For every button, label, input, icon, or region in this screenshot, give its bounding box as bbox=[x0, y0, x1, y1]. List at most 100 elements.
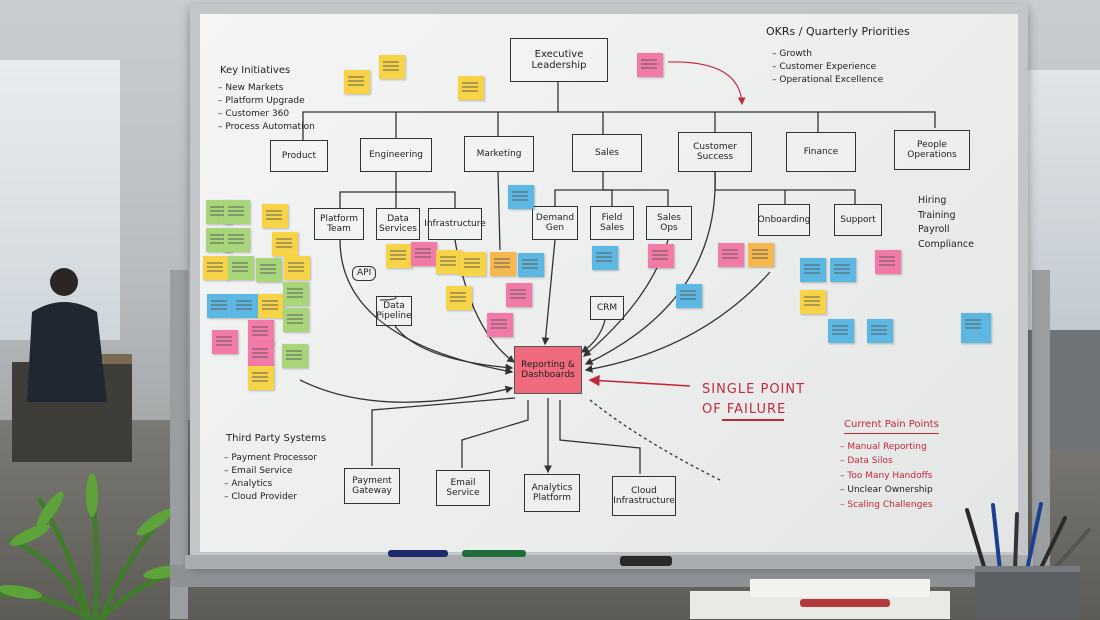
executive-leadership-box: Executive Leadership bbox=[510, 38, 608, 82]
team-platform: Platform Team bbox=[314, 208, 364, 240]
third-party-item: Cloud Provider bbox=[224, 491, 317, 504]
crm-box: CRM bbox=[590, 296, 624, 320]
sticky-note bbox=[411, 242, 437, 266]
sticky-note bbox=[828, 319, 854, 343]
sticky-note bbox=[248, 320, 274, 344]
sticky-note bbox=[676, 284, 702, 308]
single-point-of-failure-label: SINGLE POINT OF FAILURE bbox=[702, 382, 806, 417]
eraser bbox=[620, 556, 672, 566]
spof-underline bbox=[722, 419, 784, 421]
whiteboard-stand-left bbox=[170, 270, 188, 619]
sticky-note bbox=[800, 290, 826, 314]
key-initiatives-list: New Markets Platform Upgrade Customer 36… bbox=[218, 82, 315, 134]
person-silhouette bbox=[12, 268, 132, 462]
initiative-item: Platform Upgrade bbox=[218, 95, 315, 108]
okrs-title: OKRs / Quarterly Priorities bbox=[766, 25, 910, 38]
vendor-cloud-infrastructure: Cloud Infrastructure bbox=[612, 476, 676, 516]
sticky-note bbox=[830, 258, 856, 282]
sticky-note bbox=[592, 246, 618, 270]
blue-marker bbox=[388, 550, 448, 557]
sticky-note bbox=[800, 258, 826, 282]
okrs-list: Growth Customer Experience Operational E… bbox=[772, 48, 883, 87]
reporting-dashboards-box: Reporting & Dashboards bbox=[514, 346, 582, 394]
sticky-note bbox=[284, 256, 310, 280]
department-marketing: Marketing bbox=[464, 136, 534, 172]
sticky-note bbox=[262, 204, 288, 228]
sticky-note bbox=[248, 342, 274, 366]
department-people-operations: People Operations bbox=[894, 130, 970, 170]
sticky-note bbox=[283, 282, 309, 306]
api-label: API bbox=[352, 266, 377, 282]
sticky-note bbox=[446, 286, 472, 310]
sticky-note bbox=[379, 55, 405, 79]
sticky-note bbox=[867, 319, 893, 343]
initiative-item: Process Automation bbox=[218, 121, 314, 134]
sticky-note bbox=[248, 366, 274, 390]
paper-stack bbox=[690, 579, 950, 619]
pain-points-title: Current Pain Points bbox=[844, 418, 939, 434]
department-sales: Sales bbox=[572, 134, 642, 172]
department-product: Product bbox=[270, 140, 328, 172]
sticky-note bbox=[256, 258, 282, 282]
sticky-note bbox=[258, 294, 284, 318]
okr-item: Operational Excellence bbox=[772, 74, 883, 87]
third-party-title: Third Party Systems bbox=[226, 433, 327, 444]
sticky-note bbox=[436, 250, 462, 274]
third-party-item: Email Service bbox=[224, 465, 317, 478]
people-ops-item: Payroll bbox=[918, 224, 950, 236]
sticky-note bbox=[487, 313, 513, 337]
initiative-item: New Markets bbox=[218, 82, 315, 95]
sticky-note bbox=[748, 243, 774, 267]
sticky-note bbox=[232, 294, 258, 318]
people-ops-item: Training bbox=[918, 209, 956, 221]
sticky-note bbox=[490, 252, 516, 276]
team-sales-ops: Sales Ops bbox=[646, 206, 692, 240]
vendor-payment-gateway: Payment Gateway bbox=[344, 468, 400, 504]
okr-item: Customer Experience bbox=[772, 61, 883, 74]
key-initiatives-title: Key Initiatives bbox=[220, 65, 291, 76]
team-data-services: Data Services bbox=[376, 208, 420, 240]
sticky-note bbox=[282, 344, 308, 368]
pain-point-item: Data Silos bbox=[840, 454, 933, 468]
department-engineering: Engineering bbox=[360, 138, 432, 172]
people-ops-list: Hiring Training Payroll Compliance bbox=[918, 194, 974, 253]
sticky-note bbox=[508, 185, 534, 209]
sticky-note bbox=[506, 283, 532, 307]
sticky-note bbox=[283, 308, 309, 332]
sticky-note bbox=[518, 253, 544, 277]
team-onboarding: Onboarding bbox=[758, 204, 810, 236]
potted-plant bbox=[0, 473, 188, 620]
sticky-note bbox=[460, 252, 486, 276]
sticky-note bbox=[207, 294, 233, 318]
sticky-note bbox=[386, 244, 412, 268]
pain-points-list: Manual Reporting Data Silos Too Many Han… bbox=[840, 440, 933, 512]
sticky-note bbox=[718, 243, 744, 267]
pain-point-item: Unclear Ownership bbox=[840, 483, 932, 497]
sticky-note bbox=[272, 232, 298, 256]
sticky-note bbox=[224, 228, 250, 252]
third-party-item: Payment Processor bbox=[224, 452, 317, 465]
initiative-item: Customer 360 bbox=[218, 108, 315, 121]
team-demand-gen: Demand Gen bbox=[532, 206, 578, 240]
sticky-note bbox=[637, 53, 663, 77]
green-marker bbox=[462, 550, 526, 557]
okr-item: Growth bbox=[772, 48, 883, 61]
sticky-note bbox=[212, 330, 238, 354]
team-support: Support bbox=[834, 204, 882, 236]
pen-cup bbox=[965, 502, 1091, 619]
sticky-note bbox=[961, 313, 991, 343]
sticky-note bbox=[228, 256, 254, 280]
sticky-note bbox=[203, 256, 229, 280]
pain-point-item: Scaling Challenges bbox=[840, 498, 933, 512]
third-party-item: Analytics bbox=[224, 478, 317, 491]
people-ops-item: Hiring bbox=[918, 195, 947, 206]
vendor-analytics-platform: Analytics Platform bbox=[524, 474, 580, 512]
pain-point-item: Manual Reporting bbox=[840, 440, 933, 454]
pain-point-item: Too Many Handoffs bbox=[840, 469, 933, 483]
sticky-note bbox=[458, 76, 484, 100]
people-ops-item: Compliance bbox=[918, 239, 974, 251]
data-pipeline-box: Data Pipeline bbox=[376, 296, 412, 326]
team-field-sales: Field Sales bbox=[590, 206, 634, 240]
third-party-list: Payment Processor Email Service Analytic… bbox=[224, 452, 317, 504]
